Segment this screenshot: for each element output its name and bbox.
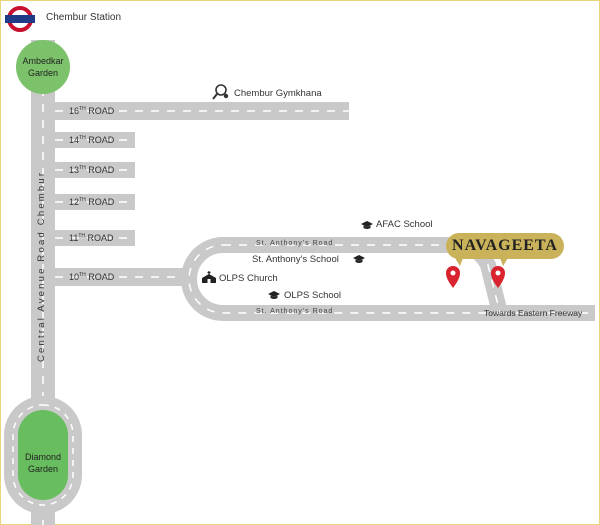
school-icon [268,291,280,299]
st-anthonys-school-label: St. Anthony's School [252,254,339,265]
road-11th-label: 11TH ROAD [69,233,114,243]
location-pin-icon [491,266,505,288]
st-anthonys-road-top-label: St. Anthony's Road [256,240,334,247]
road-13th-label: 13TH ROAD [69,165,115,175]
eastern-freeway-label: Towards Eastern Freeway [484,308,583,318]
road-10th-label: 10TH ROAD [69,272,115,282]
project-name: NAVAGEETA [452,237,558,254]
road-eastern-freeway [500,305,595,321]
central-avenue-label: Central Avenue Road Chembur [36,170,47,362]
road-12th-label: 12TH ROAD [69,197,115,207]
diamond-garden-field [18,410,68,500]
road-16th-label: 16TH ROAD [69,106,115,116]
afac-school-label: AFAC School [376,219,433,230]
st-anthonys-road-bottom-label: St. Anthony's Road [256,308,334,315]
station-label: Chembur Station [46,12,122,23]
metro-roundel-icon [5,6,35,32]
olps-church-label: OLPS Church [219,273,278,284]
school-icon [361,221,373,229]
road-14th-label: 14TH ROAD [69,135,115,145]
project-badge: NAVAGEETA [446,233,564,259]
gymkhana-label: Chembur Gymkhana [234,88,322,99]
ambedkar-garden-circle [16,40,70,94]
church-icon [202,271,216,283]
gymkhana-icon [212,84,229,100]
location-pin-icon [446,266,460,288]
olps-school-label: OLPS School [284,290,342,301]
school-icon [353,255,365,263]
